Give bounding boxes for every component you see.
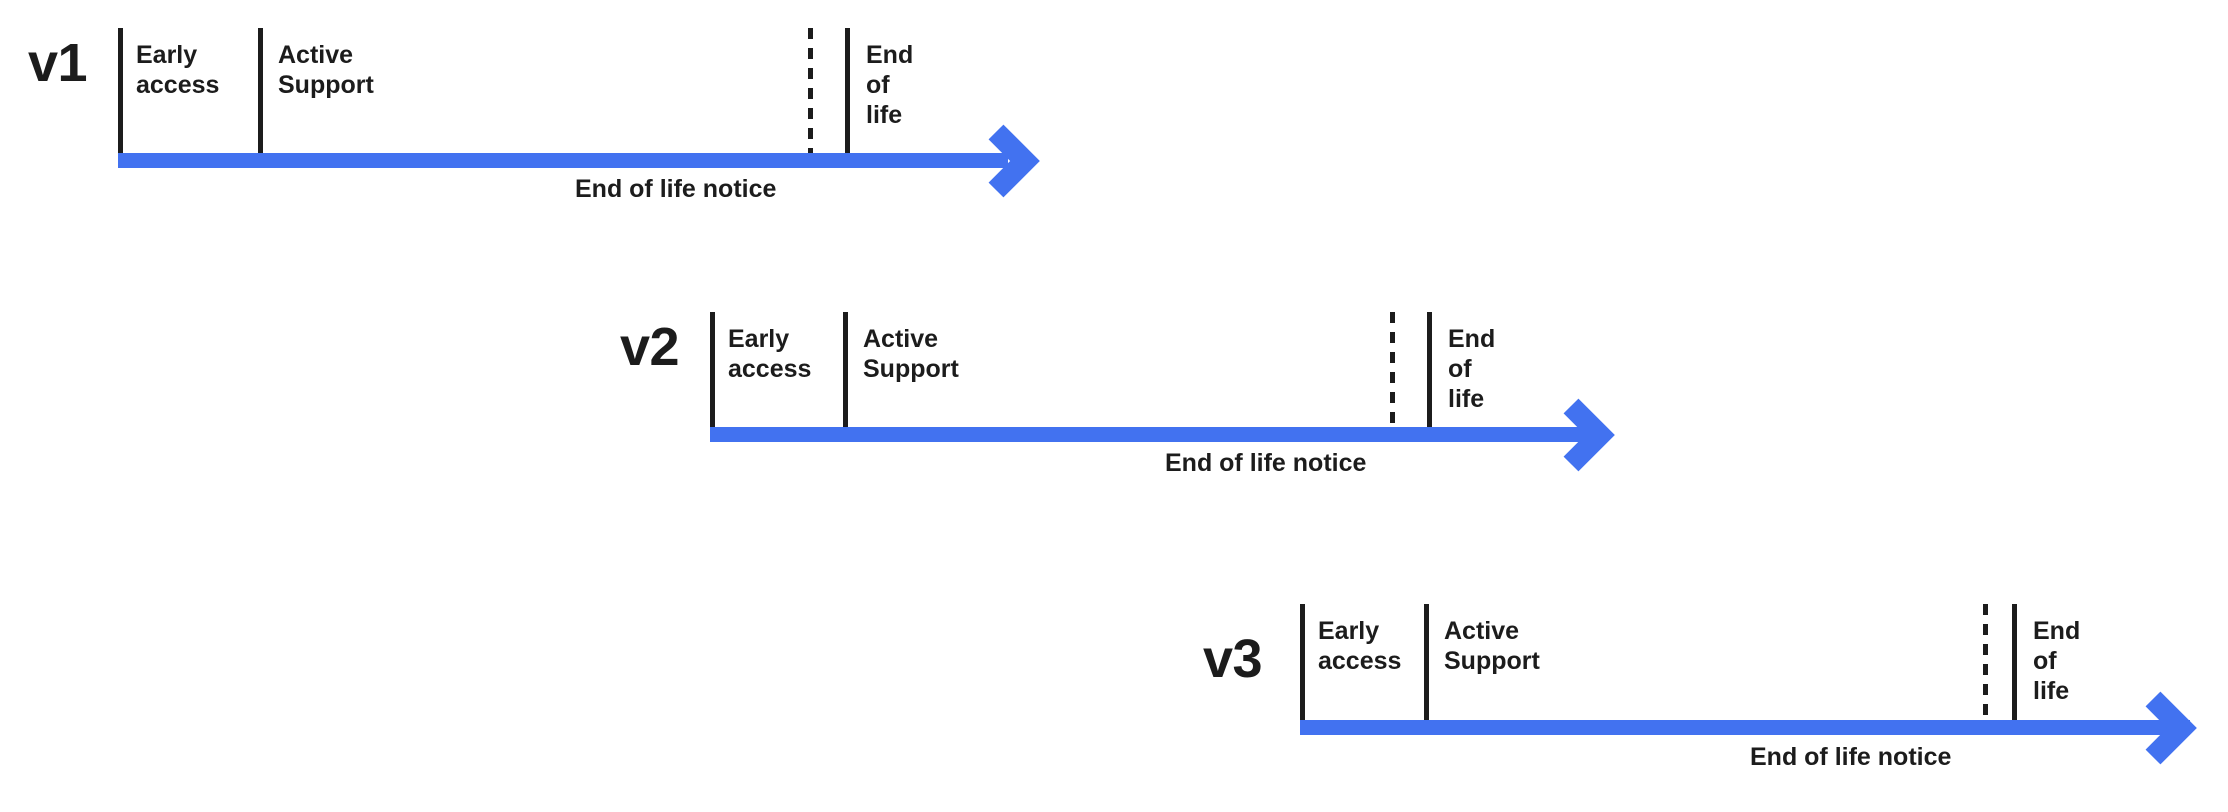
- phase-divider-v3-0: [1300, 604, 1305, 720]
- timeline-arrowhead-v3: [2145, 691, 2197, 764]
- phase-divider-v2-3: [1427, 312, 1432, 437]
- version-label-v1: v1: [28, 33, 88, 93]
- arrowhead-chevron: [2145, 691, 2197, 764]
- phase-label-v3-0: Early access: [1318, 617, 1402, 675]
- timeline-shaft-v2: [710, 427, 1600, 442]
- timeline-shaft-v3: [1300, 720, 2190, 735]
- phase-label-v1-2: End of life: [866, 41, 914, 129]
- phase-label-v2-0: Early access: [728, 325, 812, 383]
- end-of-life-notice-caption-v2: End of life notice: [1165, 449, 1367, 477]
- version-label-v2: v2: [620, 317, 680, 377]
- phase-label-v3-1: Active Support: [1444, 617, 1540, 675]
- phase-divider-v2-1: [843, 312, 848, 437]
- version-label-v3: v3: [1203, 629, 1263, 689]
- phase-label-v3-2: End of life: [2033, 617, 2081, 705]
- end-of-life-notice-caption-v1: End of life notice: [575, 175, 777, 203]
- end-of-life-notice-marker-v3-2: [1983, 604, 1988, 720]
- timeline-arrowhead-v1: [988, 124, 1040, 197]
- end-of-life-notice-marker-v2-2: [1390, 312, 1395, 437]
- phase-label-v1-0: Early access: [136, 41, 220, 99]
- phase-divider-v1-1: [258, 28, 263, 153]
- phase-divider-v1-0: [118, 28, 123, 153]
- arrowhead-chevron: [988, 124, 1040, 197]
- phase-label-v2-1: Active Support: [863, 325, 959, 383]
- phase-divider-v3-1: [1424, 604, 1429, 720]
- phase-label-v1-1: Active Support: [278, 41, 374, 99]
- end-of-life-notice-marker-v1-2: [808, 28, 813, 153]
- end-of-life-notice-caption-v3: End of life notice: [1750, 743, 1952, 771]
- arrowhead-chevron: [1563, 398, 1615, 471]
- timeline-arrowhead-v2: [1563, 398, 1615, 471]
- phase-label-v2-2: End of life: [1448, 325, 1496, 413]
- phase-divider-v1-3: [845, 28, 850, 153]
- timeline-shaft-v1: [118, 153, 1008, 168]
- phase-divider-v2-0: [710, 312, 715, 437]
- phase-divider-v3-3: [2012, 604, 2017, 720]
